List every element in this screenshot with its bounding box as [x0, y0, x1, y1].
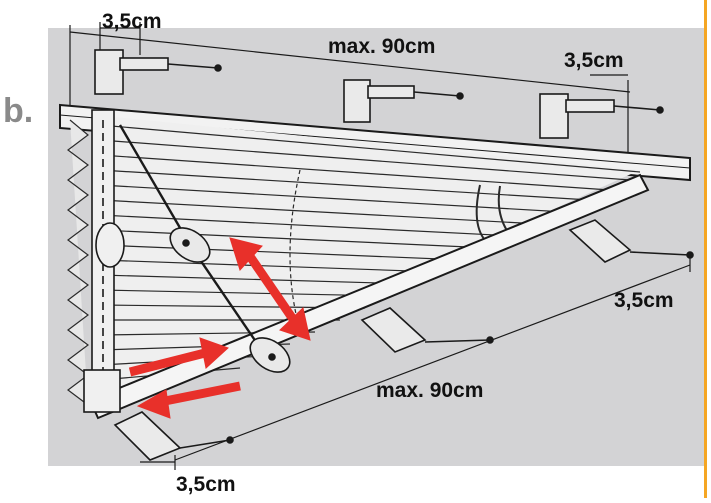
top-bracket-left	[94, 49, 222, 95]
dimension-bottom-left: 3,5cm	[176, 473, 236, 496]
dimension-top-span: max. 90cm	[328, 35, 436, 58]
dimension-top-left: 3,5cm	[102, 10, 162, 33]
figure-label: b.	[3, 92, 34, 130]
left-rail	[83, 109, 125, 413]
pleated-fabric	[95, 115, 641, 410]
bottom-dimension-lines	[140, 255, 691, 470]
dimension-right: 3,5cm	[614, 289, 674, 312]
left-pleat-zigzag	[67, 119, 89, 406]
bottom-bracket-middle	[360, 307, 494, 353]
dimension-top-right: 3,5cm	[564, 49, 624, 72]
guide-cord	[118, 124, 266, 356]
top-bracket-middle	[343, 79, 464, 123]
top-bracket-right	[539, 93, 664, 139]
vertical-double-arrow	[229, 237, 311, 341]
sliding-clips	[169, 227, 291, 373]
right-arrow	[128, 337, 229, 377]
bottom-bracket-right	[568, 219, 694, 263]
red-arrows	[128, 237, 311, 419]
top-dimension-lines	[69, 22, 631, 160]
dimension-bottom-span: max. 90cm	[376, 379, 484, 402]
left-arrow	[136, 381, 241, 419]
accent-border	[704, 0, 707, 498]
